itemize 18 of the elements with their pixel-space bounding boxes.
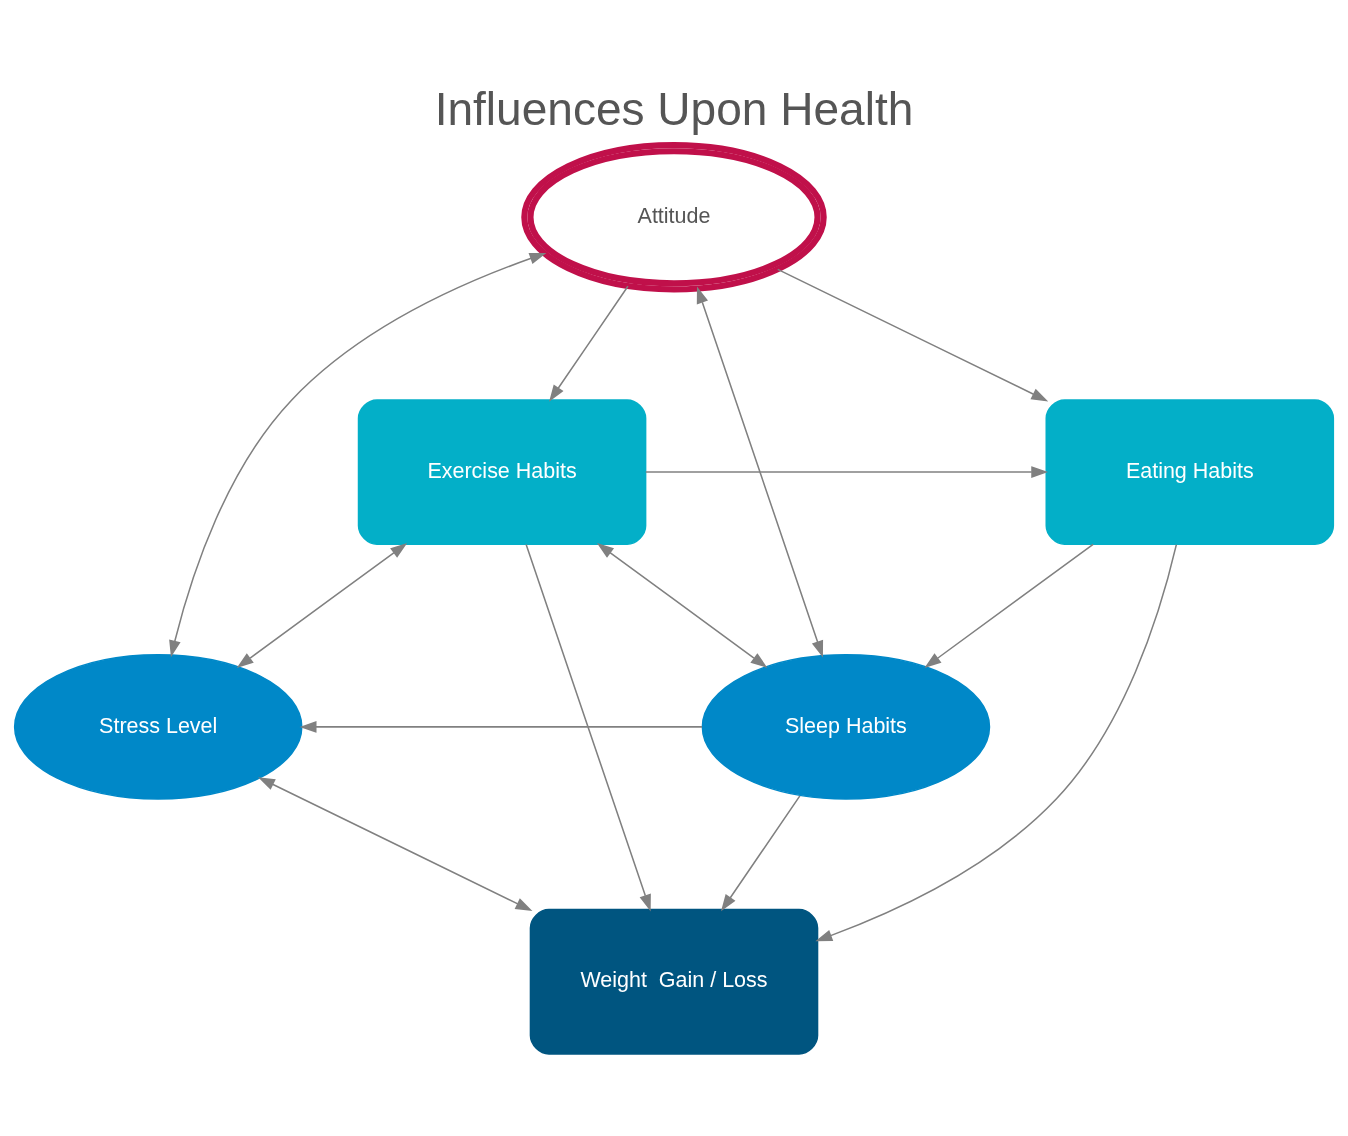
diagram-title: Influences Upon Health <box>434 83 914 136</box>
arrow <box>549 285 629 402</box>
arrow <box>777 268 1049 402</box>
arrow <box>696 286 824 658</box>
arrow <box>596 543 768 668</box>
arrow <box>645 466 1049 478</box>
arrow <box>924 543 1094 668</box>
node-ellipse: Attitude <box>521 142 827 293</box>
arrow <box>258 777 533 912</box>
arrow <box>236 543 408 668</box>
arrow <box>299 720 703 733</box>
arrow <box>815 543 1178 942</box>
node-box: Eating Habits <box>1045 399 1335 545</box>
arrow <box>169 252 547 658</box>
arrow <box>721 795 801 912</box>
arrow <box>525 543 651 912</box>
node-box: Exercise Habits <box>357 399 647 545</box>
node-box: Weight Gain / Loss <box>529 908 819 1055</box>
